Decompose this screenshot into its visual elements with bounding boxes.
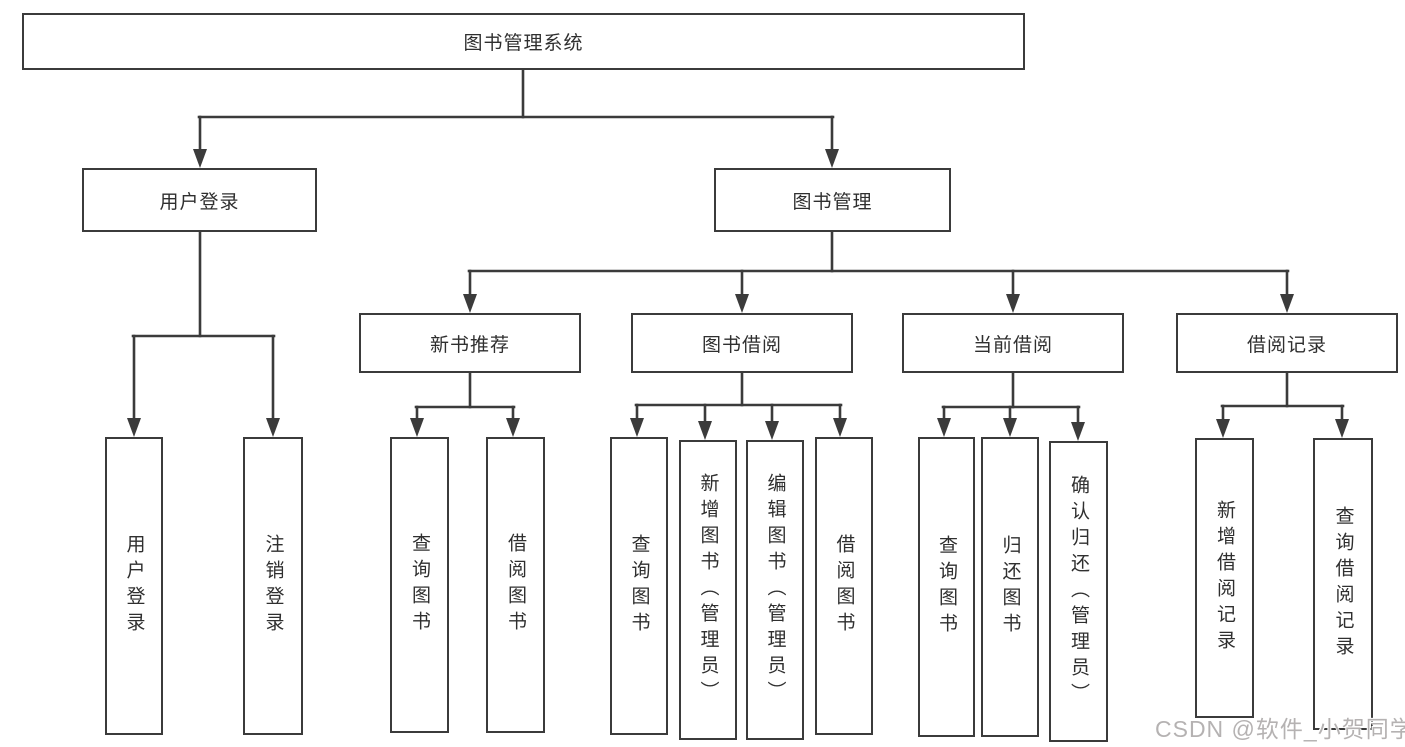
leaf-borrow-books: 借阅图书 xyxy=(815,437,873,735)
leaf-logout-label: 注销登录 xyxy=(262,534,284,638)
leaf-add-borrow-record-label: 新增借阅记录 xyxy=(1214,500,1235,656)
leaf-add-borrow-record: 新增借阅记录 xyxy=(1195,438,1254,718)
node-user-login: 用户登录 xyxy=(82,168,317,232)
leaf-return-books: 归还图书 xyxy=(981,437,1039,737)
leaf-borrow-books-recommend-label: 借阅图书 xyxy=(505,533,526,637)
leaf-query-books-recommend-label: 查询图书 xyxy=(409,533,430,637)
leaf-query-books-recommend: 查询图书 xyxy=(390,437,449,733)
leaf-user-login-label: 用户登录 xyxy=(123,534,145,638)
leaf-confirm-return-admin-label: 确认归还（管理员） xyxy=(1068,474,1089,709)
leaf-edit-books-admin-label: 编辑图书（管理员） xyxy=(764,473,786,707)
leaf-query-books-borrowing: 查询图书 xyxy=(610,437,668,735)
leaf-return-books-label: 归还图书 xyxy=(999,535,1021,639)
leaf-query-borrow-record: 查询借阅记录 xyxy=(1313,438,1373,730)
leaf-confirm-return-admin: 确认归还（管理员） xyxy=(1049,441,1108,742)
leaf-query-borrow-record-label: 查询借阅记录 xyxy=(1332,506,1354,662)
leaf-query-books-current-label: 查询图书 xyxy=(936,535,957,639)
node-new-book-recommendation: 新书推荐 xyxy=(359,313,581,373)
node-current-borrowing: 当前借阅 xyxy=(902,313,1124,373)
watermark: CSDN @软件_小贺同学 xyxy=(1155,716,1405,742)
leaf-borrow-books-recommend: 借阅图书 xyxy=(486,437,545,733)
node-borrowing-records: 借阅记录 xyxy=(1176,313,1398,373)
leaf-logout: 注销登录 xyxy=(243,437,303,735)
leaf-borrow-books-label: 借阅图书 xyxy=(833,534,855,638)
node-book-borrowing: 图书借阅 xyxy=(631,313,853,373)
leaf-edit-books-admin: 编辑图书（管理员） xyxy=(746,440,804,740)
leaf-user-login: 用户登录 xyxy=(105,437,163,735)
node-root-library-system: 图书管理系统 xyxy=(22,13,1025,70)
leaf-query-books-current: 查询图书 xyxy=(918,437,975,737)
leaf-add-books-admin: 新增图书（管理员） xyxy=(679,440,737,740)
leaf-query-books-borrowing-label: 查询图书 xyxy=(628,534,650,638)
leaf-add-books-admin-label: 新增图书（管理员） xyxy=(697,473,719,707)
node-book-management: 图书管理 xyxy=(714,168,951,232)
